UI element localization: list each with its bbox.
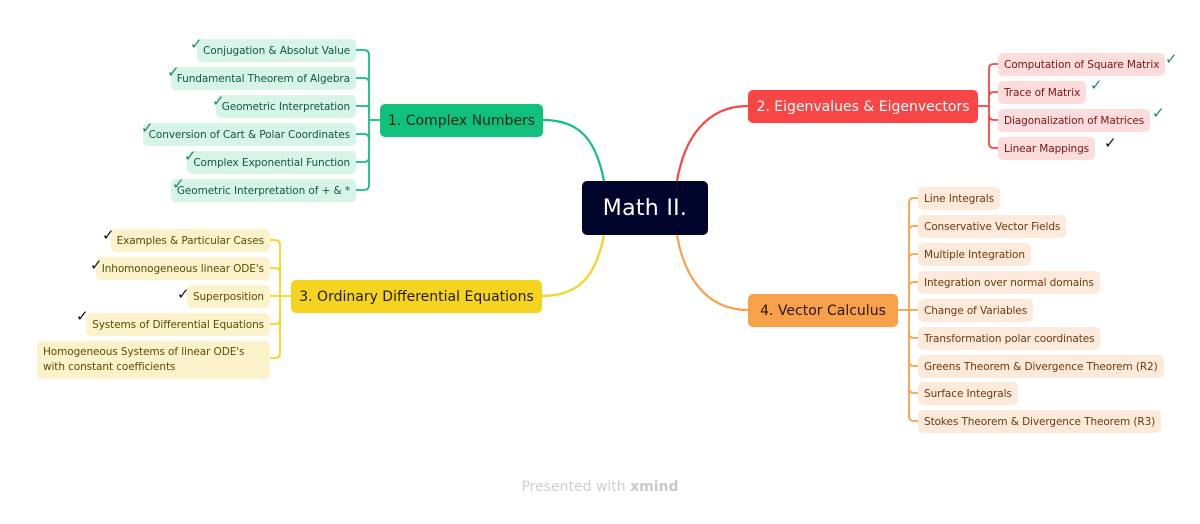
subtopic-examples-particular-cases[interactable]: Examples & Particular Cases [110,229,270,252]
presented-with-footer: Presented with xmind [0,479,1200,495]
subtopic-surface-integrals[interactable]: Surface Integrals [918,382,1018,405]
subtopic-trace-of-matrix[interactable]: Trace of Matrix [998,81,1087,104]
topic-vector-calculus[interactable]: 4. Vector Calculus [748,294,898,327]
bracket-branch-3 [270,239,291,359]
subtopic-geometric-interpretation-ops[interactable]: Geometric Interpretation of + & * [170,179,356,202]
bracket-branch-1 [356,49,380,191]
topic-ordinary-differential-equations[interactable]: 3. Ordinary Differential Equations [291,280,542,313]
xmind-brand[interactable]: xmind [630,479,679,495]
subtopic-multiple-integration[interactable]: Multiple Integration [918,243,1031,266]
subtopic-stokes-theorem[interactable]: Stokes Theorem & Divergence Theorem (R3) [918,410,1162,433]
topic-complex-numbers[interactable]: 1. Complex Numbers [380,104,543,137]
connector-central-branch-3 [541,234,606,298]
subtopic-geometric-interpretation[interactable]: Geometric Interpretation [215,95,356,118]
check-icon: ✓ [1090,76,1103,94]
subtopic-diagonalization[interactable]: Diagonalization of Matrices [998,109,1151,132]
subtopic-fundamental-theorem[interactable]: Fundamental Theorem of Algebra [170,67,356,90]
check-icon: ✓ [141,119,154,137]
connector-central-branch-4 [675,234,749,312]
check-icon: ✓ [102,226,115,244]
central-topic[interactable]: Math II. [582,181,708,235]
subtopic-superposition[interactable]: Superposition [186,285,270,308]
check-icon: ✓ [172,175,185,193]
subtopic-polar-transformation[interactable]: Transformation polar coordinates [918,327,1101,350]
subtopic-systems-of-des[interactable]: Systems of Differential Equations [86,313,270,336]
subtopic-square-matrix[interactable]: Computation of Square Matrix [998,53,1166,76]
bracket-branch-4 [898,197,918,422]
check-icon: ✓ [1165,50,1178,68]
check-icon: ✓ [76,307,89,325]
check-icon: ✓ [1104,134,1117,152]
subtopic-integration-normal-domains[interactable]: Integration over normal domains [918,271,1100,294]
subtopic-line-integrals[interactable]: Line Integrals [918,187,1000,210]
subtopic-complex-exponential[interactable]: Complex Exponential Function [187,151,356,174]
connector-central-branch-1 [542,118,606,182]
check-icon: ✓ [190,35,203,53]
check-icon: ✓ [90,256,103,274]
topic-eigenvalues-eigenvectors[interactable]: 2. Eigenvalues & Eigenvectors [748,90,978,123]
check-icon: ✓ [212,92,225,110]
check-icon: ✓ [177,285,190,303]
footer-prefix: Presented with [521,479,626,495]
connector-central-branch-2 [675,104,749,182]
check-icon: ✓ [167,63,180,81]
subtopic-conservative-vector-fields[interactable]: Conservative Vector Fields [918,215,1067,238]
subtopic-inhomogeneous-linear-ode[interactable]: Inhomonogeneous linear ODE's [95,257,270,280]
subtopic-homogeneous-systems[interactable]: Homogeneous Systems of linear ODE's with… [37,341,270,379]
subtopic-cart-polar-conversion[interactable]: Conversion of Cart & Polar Coordinates [142,123,356,146]
check-icon: ✓ [184,147,197,165]
subtopic-linear-mappings[interactable]: Linear Mappings [998,137,1096,160]
subtopic-conjugation[interactable]: Conjugation & Absolut Value [197,39,356,62]
check-icon: ✓ [1152,104,1165,122]
subtopic-greens-theorem[interactable]: Greens Theorem & Divergence Theorem (R2) [918,355,1164,378]
bracket-branch-2 [978,63,998,149]
subtopic-change-of-variables[interactable]: Change of Variables [918,299,1034,322]
